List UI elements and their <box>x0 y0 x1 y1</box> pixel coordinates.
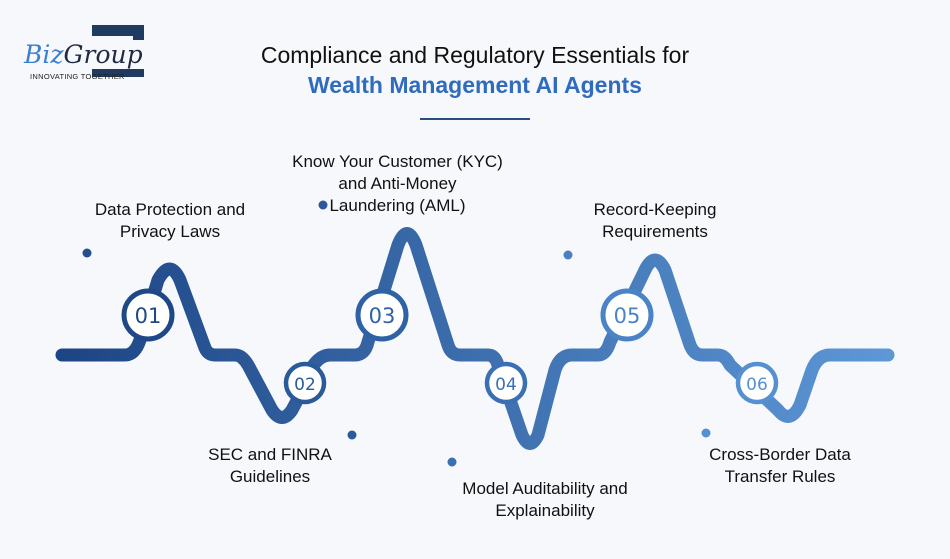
step-04-badge <box>484 361 528 405</box>
page-title: Compliance and Regulatory Essentials for <box>260 42 690 68</box>
step-06-number: 06 <box>746 375 768 395</box>
step-01-number: 01 <box>135 304 162 328</box>
label-line: Model Auditability and <box>462 479 628 498</box>
step-03-label: Know Your Customer (KYC) and Anti-Money … <box>275 151 520 217</box>
page-subtitle: Wealth Management AI Agents <box>308 72 642 98</box>
label-line: Record-Keeping <box>593 200 717 219</box>
step-03-badge <box>355 288 409 342</box>
label-line: Laundering (AML) <box>329 196 466 215</box>
label-line: and Anti-Money <box>338 174 457 193</box>
title-divider <box>420 118 530 120</box>
wave-line <box>55 227 895 450</box>
logo-tagline: INNOVATING TOGETHER <box>30 72 125 81</box>
connector-04 <box>447 395 457 467</box>
label-line: Requirements <box>602 222 708 241</box>
step-01-label: Data Protection and Privacy Laws <box>60 199 280 243</box>
step-06-label: Cross-Border Data Transfer Rules <box>680 444 880 488</box>
step-05-label: Record-Keeping Requirements <box>555 199 755 243</box>
connector-05 <box>563 250 573 305</box>
logo-brand-group: Group <box>63 40 143 69</box>
connector-06 <box>701 395 711 438</box>
label-line: Transfer Rules <box>724 467 836 486</box>
label-line: Guidelines <box>229 467 311 486</box>
logo-brand-biz: Biz <box>24 40 64 69</box>
label-line: Explainability <box>495 501 595 520</box>
connector-03 <box>318 200 328 305</box>
step-02-number: 02 <box>294 375 316 395</box>
label-line: Data Protection and <box>94 200 246 219</box>
label-line: Know Your Customer (KYC) <box>292 152 503 171</box>
step-02-badge <box>283 361 327 405</box>
step-05-number: 05 <box>614 304 641 328</box>
connector-01 <box>82 248 92 300</box>
step-02-label: SEC and FINRA Guidelines <box>170 444 370 488</box>
label-line: Privacy Laws <box>119 222 221 241</box>
step-06-badge <box>735 361 779 405</box>
step-04-label: Model Auditability and Explainability <box>430 478 660 522</box>
step-01-badge <box>121 288 175 342</box>
label-line: Cross-Border Data <box>709 445 851 464</box>
label-line: SEC and FINRA <box>208 445 332 464</box>
step-05-badge <box>600 288 654 342</box>
step-03-number: 03 <box>369 304 396 328</box>
connector-02 <box>347 390 357 440</box>
step-04-number: 04 <box>495 375 517 395</box>
